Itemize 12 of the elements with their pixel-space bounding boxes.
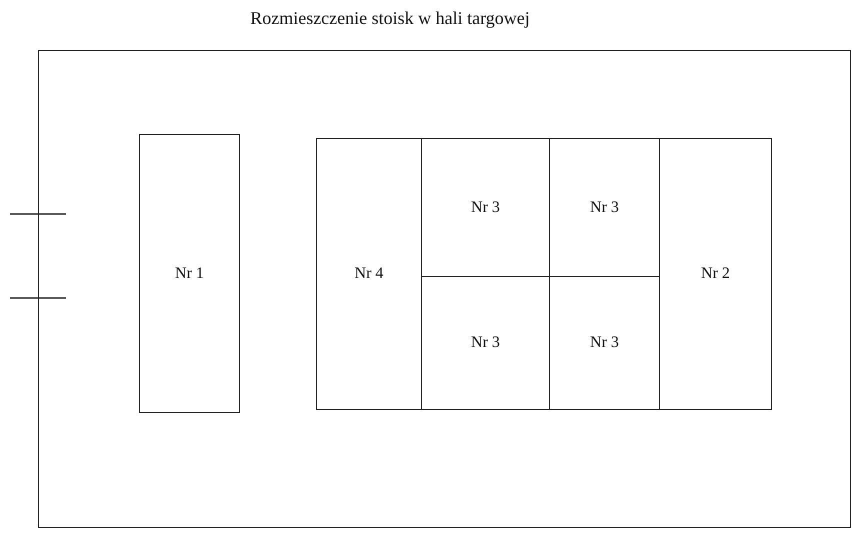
stall-label: Nr 1: [175, 264, 204, 282]
hall-outline: [38, 50, 851, 528]
stall-label: Nr 3: [471, 334, 500, 352]
stall-label: Nr 3: [590, 334, 619, 352]
plan-title: Rozmieszczenie stoisk w hali targowej: [249, 8, 531, 29]
stall-area: [659, 138, 772, 410]
stall-label: Nr 3: [590, 198, 619, 216]
stall-label: Nr 3: [471, 198, 500, 216]
stall-label: Nr 2: [701, 265, 730, 283]
stall-label: Nr 4: [354, 265, 384, 283]
stall-area: [316, 138, 422, 410]
stall-area: [139, 134, 240, 413]
